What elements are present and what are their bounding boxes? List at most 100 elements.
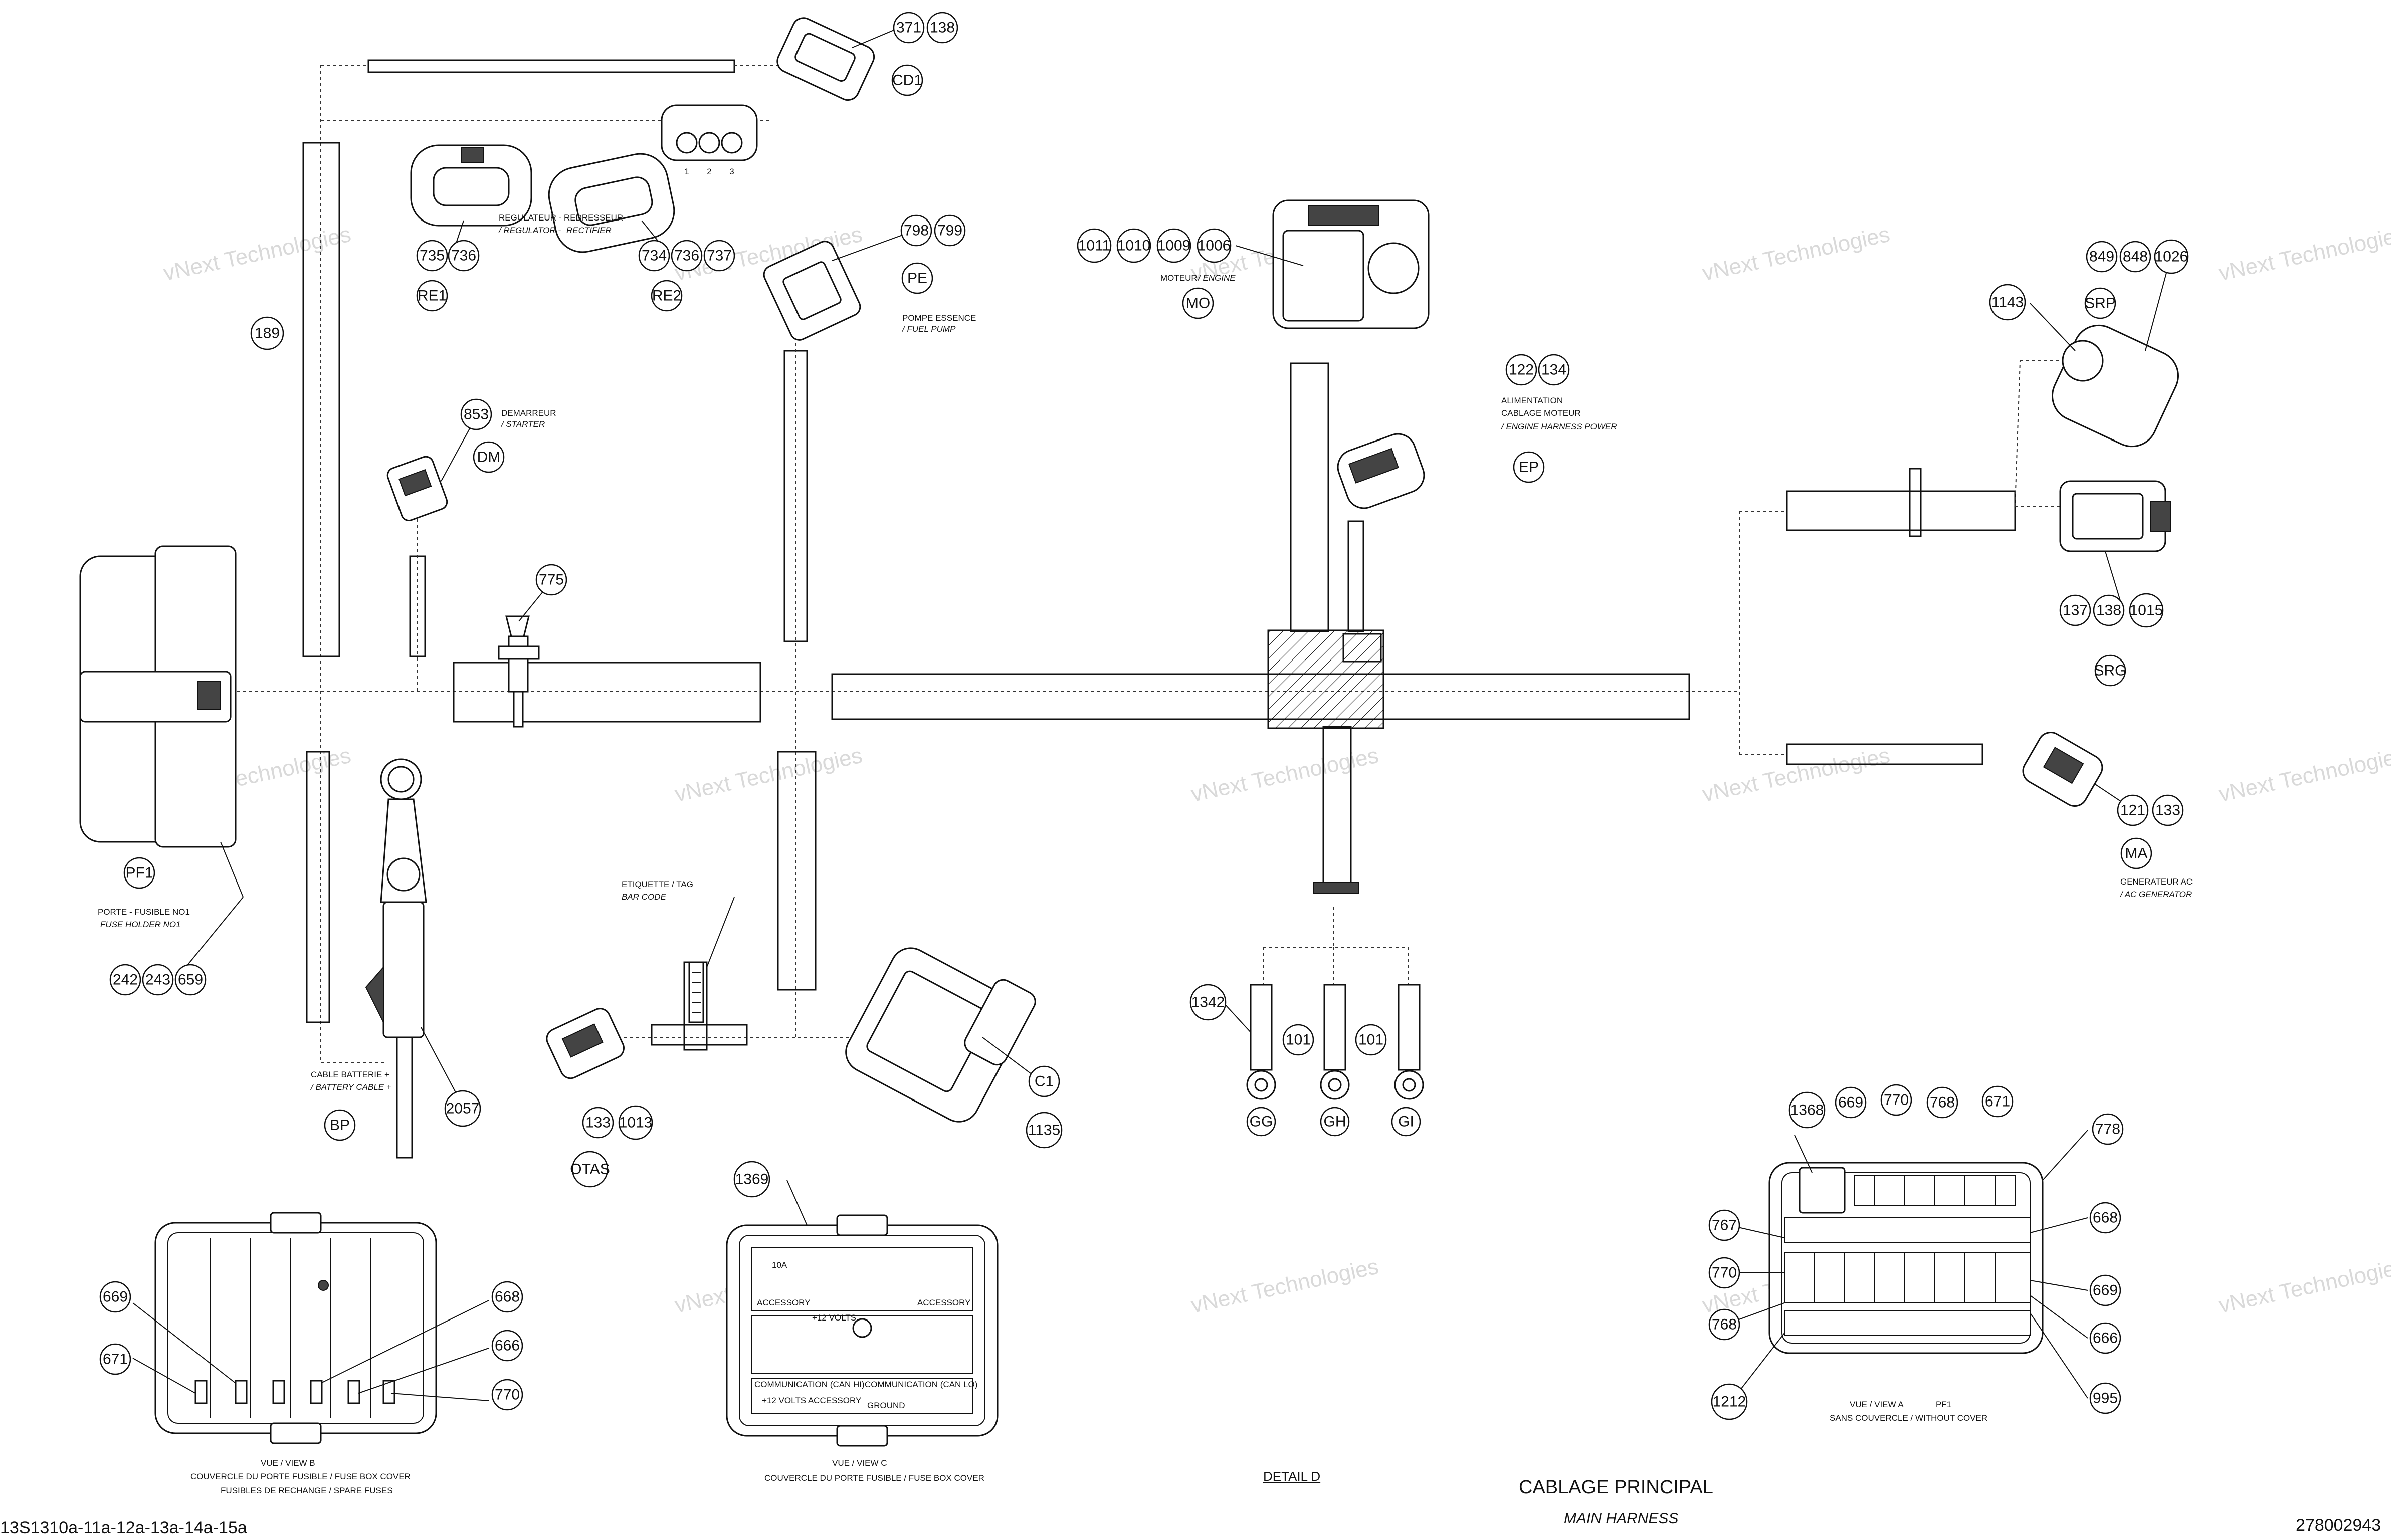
svg-text:SRG: SRG [2094, 663, 2126, 679]
svg-text:DM: DM [477, 449, 501, 466]
svg-text:OTAS: OTAS [570, 1161, 610, 1178]
callout-bubble: 735 [416, 240, 448, 272]
svg-text:770: 770 [1712, 1265, 1737, 1281]
callout-bubble: EP [1513, 451, 1545, 483]
callout-bubble: 778 [2092, 1113, 2124, 1145]
connector-cd1 [776, 17, 875, 101]
callout-bubble: GH [1320, 1107, 1350, 1137]
svg-text:134: 134 [1541, 362, 1566, 378]
svg-text:MO: MO [1186, 295, 1210, 312]
svg-text:1006: 1006 [1198, 238, 1231, 254]
svg-text:2: 2 [707, 167, 711, 176]
callout-bubble: 668 [2089, 1202, 2121, 1234]
svg-text:GROUND: GROUND [867, 1401, 905, 1410]
svg-text:668: 668 [2093, 1210, 2118, 1226]
callout-bubble: OTAS [570, 1151, 610, 1188]
svg-text:RE2: RE2 [652, 288, 681, 304]
svg-text:671: 671 [103, 1351, 128, 1368]
svg-text:VUE / VIEW C: VUE / VIEW C [832, 1458, 887, 1468]
callout-bubble: 770 [1880, 1084, 1912, 1116]
svg-text:vNext Technologies: vNext Technologies [161, 222, 353, 286]
callout-bubble: 1009 [1156, 228, 1191, 263]
svg-text:PF1: PF1 [1936, 1400, 1951, 1409]
fuse-holder-pf1 [79, 545, 237, 848]
svg-text:FUSIBLES DE RECHANGE / SPARE F: FUSIBLES DE RECHANGE / SPARE FUSES [221, 1486, 393, 1495]
callout-bubble: CD1 [891, 64, 923, 96]
svg-text:COUVERCLE DU PORTE FUSIBLE / F: COUVERCLE DU PORTE FUSIBLE / FUSE BOX CO… [764, 1473, 984, 1483]
harness-trunk [231, 59, 2075, 1100]
svg-text:671: 671 [1985, 1093, 2010, 1110]
connector-dm [386, 456, 448, 522]
part-number: 278002943 [2296, 1516, 2381, 1535]
connector-pe [763, 241, 861, 341]
barcode-tag [688, 961, 704, 1023]
svg-text:COMMUNICATION (CAN HI): COMMUNICATION (CAN HI) [754, 1380, 865, 1389]
svg-text:101: 101 [1286, 1032, 1311, 1048]
callout-bubble: PF1 [123, 857, 155, 889]
svg-text:GG: GG [1250, 1114, 1273, 1130]
callout-bubble: 767 [1708, 1209, 1740, 1241]
svg-text:1342: 1342 [1191, 994, 1225, 1011]
callout-bubble: 798 [900, 214, 932, 247]
callout-bubble: BP [324, 1109, 356, 1141]
callout-bubble: 138 [926, 12, 958, 44]
callout-bubble: 1006 [1197, 228, 1232, 263]
svg-text:666: 666 [2093, 1330, 2118, 1347]
svg-text:736: 736 [674, 248, 699, 264]
connector-re1 [410, 144, 532, 227]
callout-bubble: 1026 [2154, 239, 2189, 274]
svg-text:3: 3 [729, 167, 734, 176]
callout-bubble: GG [1246, 1107, 1276, 1137]
svg-text:849: 849 [2089, 249, 2114, 265]
svg-text:995: 995 [2093, 1390, 2118, 1407]
component-labels: REGULATEUR - / REGULATOR - REDRESSEUR RE… [0, 213, 2381, 1537]
callout-bubble: 799 [934, 214, 966, 247]
svg-text:734: 734 [642, 248, 667, 264]
callout-bubble: C1 [1028, 1065, 1060, 1097]
callout-bubble: 1369 [733, 1161, 770, 1198]
svg-text:243: 243 [145, 972, 170, 988]
svg-text:SANS COUVERCLE / WITHOUT COVER: SANS COUVERCLE / WITHOUT COVER [1830, 1413, 1987, 1423]
callout-bubble: 189 [250, 316, 284, 350]
battery-cable-bp [365, 758, 427, 1159]
svg-text:CABLE BATTERIE +: CABLE BATTERIE + [311, 1070, 389, 1079]
callout-bubble: 848 [2119, 241, 2151, 273]
title-sub: MAIN HARNESS [1564, 1510, 1678, 1527]
connector-c1 [845, 947, 1036, 1123]
callout-bubble: 137 [2059, 594, 2091, 626]
svg-text:+12 VOLTS ACCESSORY: +12 VOLTS ACCESSORY [762, 1396, 861, 1405]
callout-bubble: MO [1182, 287, 1214, 319]
svg-text:10A: 10A [772, 1260, 787, 1270]
callout-bubble: SRP [2084, 287, 2116, 319]
svg-text:+12 VOLTS: +12 VOLTS [812, 1313, 856, 1323]
connector-3pin-face: 1 2 3 [661, 104, 758, 176]
svg-text:133: 133 [2155, 802, 2180, 819]
svg-text:133: 133 [585, 1115, 611, 1131]
callout-bubble: 666 [491, 1330, 523, 1362]
callout-bubble: 737 [703, 240, 735, 272]
callout-bubble: 770 [1708, 1257, 1740, 1289]
svg-text:767: 767 [1712, 1217, 1737, 1234]
callout-bubble: 1013 [618, 1105, 653, 1140]
svg-text:C1: C1 [1035, 1073, 1054, 1090]
callout-bubble: 2057 [444, 1090, 481, 1127]
svg-text:101: 101 [1358, 1032, 1383, 1048]
svg-text:RE1: RE1 [418, 288, 447, 304]
svg-text:778: 778 [2095, 1121, 2120, 1138]
svg-text:242: 242 [113, 972, 138, 988]
callout-bubble: 995 [2089, 1382, 2121, 1414]
callout-bubble: 1135 [1026, 1112, 1063, 1149]
svg-text:669: 669 [1838, 1094, 1863, 1111]
callout-bubble: 768 [1926, 1086, 1958, 1119]
svg-text:DETAIL D: DETAIL D [1263, 1469, 1320, 1484]
callout-bubble: 1010 [1116, 228, 1151, 263]
svg-text:735: 735 [420, 248, 445, 264]
svg-text:SRP: SRP [2085, 295, 2116, 312]
svg-text:1009: 1009 [1157, 238, 1191, 254]
svg-text:GI: GI [1398, 1114, 1414, 1130]
callout-bubble: SRG [2094, 654, 2127, 687]
svg-text:GH: GH [1324, 1114, 1346, 1130]
callout-bubble: 1011 [1077, 228, 1112, 263]
svg-text:EP: EP [1519, 459, 1539, 476]
callout-bubble: 134 [1538, 354, 1570, 386]
